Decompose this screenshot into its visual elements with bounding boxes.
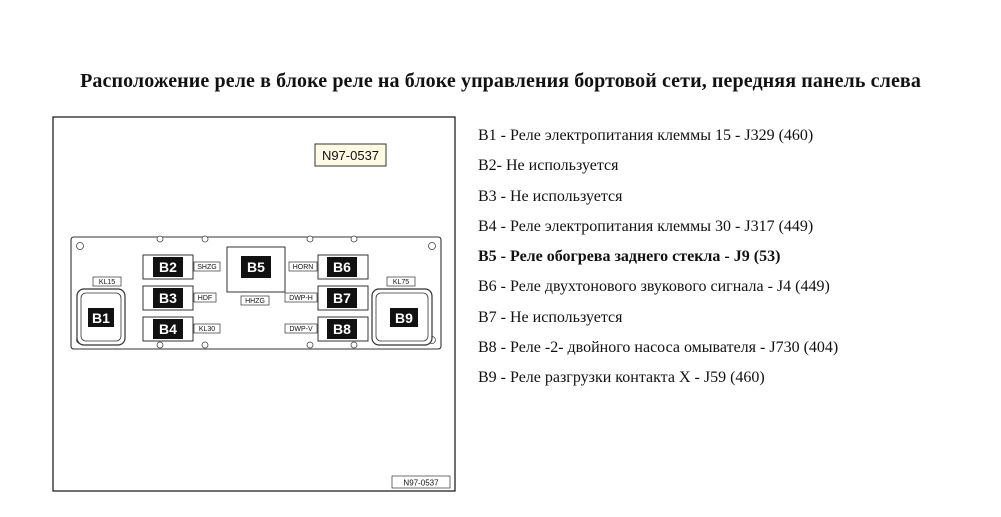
- relay-b8-label: B8: [333, 321, 351, 337]
- relay-b1-label: B1: [92, 310, 110, 326]
- callout-box: [314, 143, 387, 167]
- kl75-tag: [386, 276, 416, 287]
- shzg-tag: [193, 261, 221, 272]
- relay-b4: B4: [142, 316, 194, 342]
- relay-b6: B6: [317, 254, 369, 280]
- legend-item-b9: B9 - Реле разгрузки контакта Х - J59 (46…: [478, 369, 765, 387]
- relay-b4-label: B4: [159, 321, 177, 337]
- callout-label: N97-0537: [322, 148, 379, 163]
- legend-item-b3: B3 - Не используется: [478, 187, 623, 205]
- relay-b7: B7: [317, 285, 369, 311]
- relay-b5-label: B5: [247, 259, 265, 275]
- relay-b1: B1: [76, 288, 126, 346]
- relay-b7-label: B7: [333, 290, 351, 306]
- kl15-tag: [92, 276, 122, 287]
- hdf-label: HDF: [198, 295, 212, 302]
- dwp-h-label: DWP-H: [289, 295, 313, 302]
- legend-item-b7: B7 - Не используется: [478, 308, 623, 326]
- relay-b9: B9: [371, 288, 433, 346]
- legend-item-b6: B6 - Реле двухтонового звукового сигнала…: [478, 278, 830, 296]
- shzg-label: SHZG: [197, 264, 216, 271]
- hhzg-label: HHZG: [245, 298, 265, 305]
- relay-box-diagram: N97-0537 B1 B9 B2 B3 B4: [52, 116, 456, 492]
- kl15-label: KL15: [99, 279, 115, 286]
- relay-b8: B8: [317, 316, 369, 342]
- legend-item-b5: B5 - Реле обогрева заднего стекла - J9 (…: [478, 248, 781, 266]
- page-title: Расположение реле в блоке реле на блоке …: [80, 70, 921, 92]
- relay-b2-label: B2: [159, 259, 177, 275]
- figure-code: N97-0537: [403, 479, 439, 488]
- relay-b6-label: B6: [333, 259, 351, 275]
- relay-b5: B5: [241, 256, 271, 278]
- legend-item-b1: B1 - Реле электропитания клеммы 15 - J32…: [478, 127, 814, 144]
- relay-b9-label: B9: [395, 310, 413, 326]
- legend-item-b8: B8 - Реле -2- двойного насоса омывателя …: [478, 339, 839, 357]
- dwp-h-tag: [284, 292, 318, 303]
- horn-tag: [288, 261, 318, 272]
- relay-b2: B2: [142, 254, 194, 280]
- legend-item-b4: B4 - Реле электропитания клеммы 30 - J31…: [478, 217, 814, 235]
- dwp-v-tag: [284, 323, 318, 334]
- relay-b3: B3: [142, 285, 194, 311]
- figure-code-box: [391, 475, 451, 489]
- horn-label: HORN: [293, 264, 314, 271]
- hdf-tag: [193, 292, 217, 303]
- relay-legend: B1 - Реле электропитания клеммы 15 - J32…: [478, 124, 988, 397]
- kl30-tag: [193, 323, 221, 334]
- legend-item-b2: B2- Не используется: [478, 157, 619, 175]
- dwp-v-label: DWP-V: [289, 326, 313, 333]
- kl30-label: KL30: [199, 326, 215, 333]
- kl75-label: KL75: [393, 279, 409, 286]
- relay-b3-label: B3: [159, 290, 177, 306]
- hhzg-tag: [240, 295, 270, 306]
